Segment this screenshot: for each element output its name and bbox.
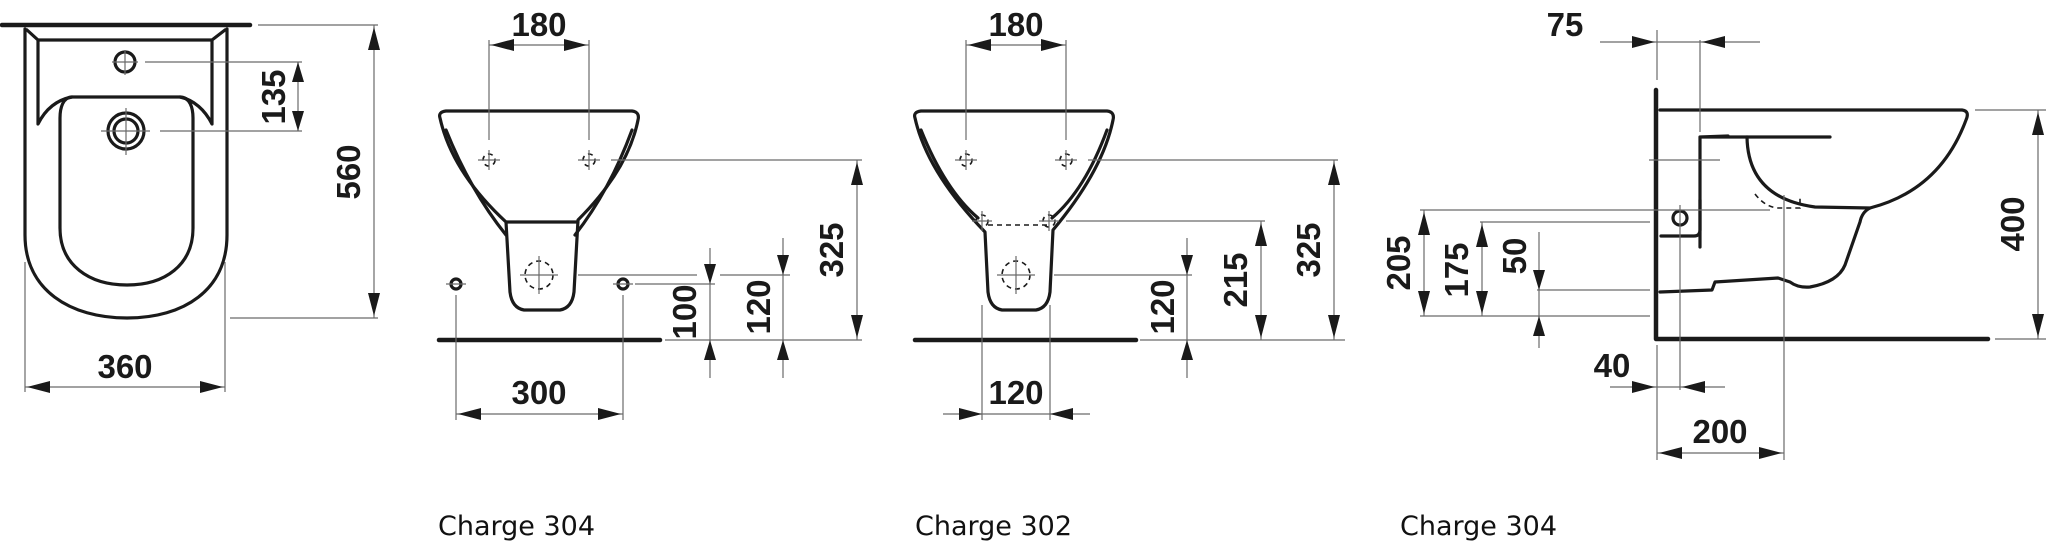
- dim-400: 400: [1994, 196, 2031, 251]
- dim-325: 325: [1290, 222, 1327, 277]
- dim-100: 100: [666, 284, 703, 339]
- bidet-side-outline: [1658, 108, 1969, 294]
- bowl-front-outline: [913, 109, 1115, 312]
- dim-300: 300: [511, 374, 566, 411]
- dim-360: 360: [97, 348, 152, 385]
- caption-charge-302: Charge 302: [915, 511, 1072, 542]
- dim-205: 205: [1380, 235, 1417, 290]
- caption-charge-304: Charge 304: [438, 511, 595, 542]
- wall-floor-line: [1653, 87, 1991, 342]
- dim-175: 175: [1438, 242, 1475, 297]
- dim-120: 120: [740, 279, 777, 334]
- dim-180: 180: [988, 6, 1043, 43]
- bowl-front-outline: [438, 109, 640, 312]
- dim-325: 325: [813, 222, 850, 277]
- front-view-charge-302: 180 120 120 215 325 Charge 302: [912, 6, 1345, 542]
- front-view-charge-304: 180 300 100 120 325 Charge 304: [436, 6, 863, 542]
- dim-215: 215: [1217, 252, 1254, 307]
- dim-200: 200: [1692, 413, 1747, 450]
- dim-560: 560: [330, 144, 367, 199]
- dim-120-height: 120: [1144, 279, 1181, 334]
- bowl-outline: [58, 95, 195, 287]
- dim-135: 135: [255, 69, 292, 124]
- dim-50: 50: [1496, 238, 1533, 275]
- dim-40: 40: [1594, 347, 1631, 384]
- dim-75: 75: [1547, 6, 1584, 43]
- top-view: 135 560 360: [0, 22, 380, 393]
- caption-charge-304-side: Charge 304: [1400, 511, 1557, 542]
- dim-180: 180: [511, 6, 566, 43]
- bidet-outline: [23, 27, 229, 320]
- dim-120-width: 120: [988, 374, 1043, 411]
- side-view-charge-304: 75 205 175 50 40 200 400: [1380, 6, 2046, 542]
